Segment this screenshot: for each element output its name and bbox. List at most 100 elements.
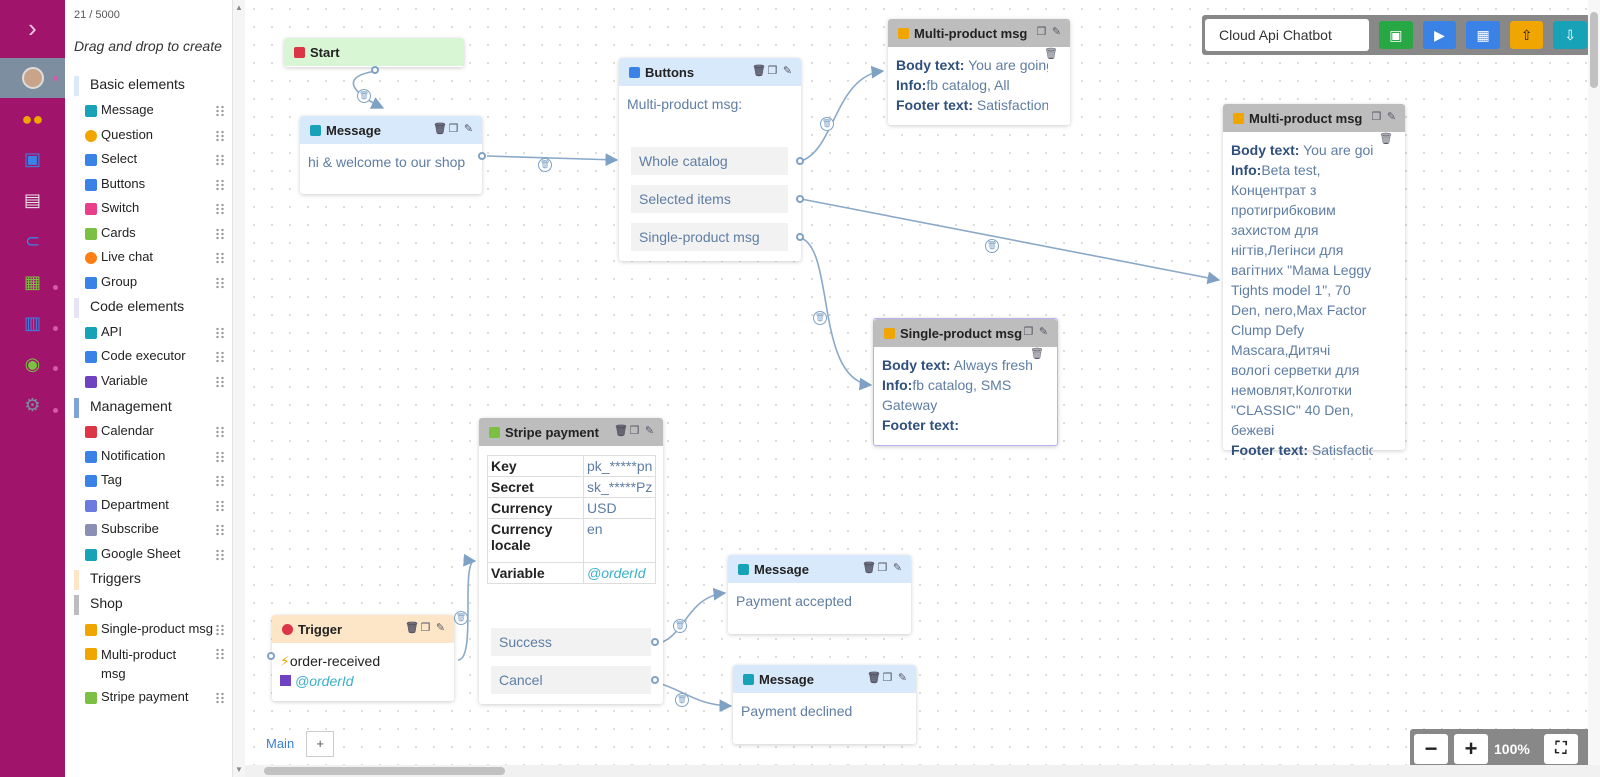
copy-icon[interactable]: ❐ <box>1036 26 1047 38</box>
edit-icon[interactable]: ✎ <box>1038 326 1049 338</box>
node-message-welcome[interactable]: Message 🗑❐✎ hi & welcome to our shop <box>300 116 486 194</box>
edit-icon[interactable]: ✎ <box>644 425 655 437</box>
delete-edge-icon[interactable]: 🗑 <box>673 619 687 633</box>
output-port[interactable] <box>651 676 659 684</box>
palette-item-stripe-payment[interactable]: Stripe payment <box>85 689 225 709</box>
agent-icon[interactable]: ◉ <box>24 353 41 374</box>
users-icon[interactable]: ●● <box>21 108 44 129</box>
edit-icon[interactable]: ✎ <box>463 123 474 135</box>
delete-icon[interactable]: 🗑 <box>752 65 766 77</box>
output-port[interactable] <box>267 652 275 660</box>
drag-handle-icon[interactable] <box>215 252 225 264</box>
palette-item-code-executor[interactable]: Code executor <box>85 348 225 368</box>
drag-handle-icon[interactable] <box>215 549 225 561</box>
payment-option[interactable]: Success <box>491 628 651 656</box>
download-icon[interactable]: ⇩ <box>1553 21 1587 49</box>
edit-icon[interactable]: ✎ <box>782 65 793 77</box>
drag-handle-icon[interactable] <box>215 203 225 215</box>
palette-item-group[interactable]: Group <box>85 274 225 294</box>
palette-item-message[interactable]: Message <box>85 102 225 122</box>
node-multi-product-all[interactable]: Multi-product msg ❐✎ 🗑 Body text: You ar… <box>888 19 1070 125</box>
zoom-out-button[interactable]: − <box>1414 734 1448 764</box>
upload-icon[interactable]: ⇧ <box>1509 21 1544 49</box>
drag-handle-icon[interactable] <box>215 154 225 166</box>
group-shop[interactable]: Shop <box>74 595 123 615</box>
scroll-down-icon[interactable]: ▼ <box>235 765 243 774</box>
delete-icon[interactable]: 🗑 <box>867 672 881 684</box>
broadcast-icon[interactable]: ▣ <box>23 148 41 169</box>
node-buttons[interactable]: Buttons 🗑❐✎ Multi-product msg: Whole cat… <box>619 58 804 261</box>
group-code-elements[interactable]: Code elements <box>74 298 184 318</box>
drag-handle-icon[interactable] <box>215 130 225 142</box>
table-icon[interactable]: ▦ <box>1466 21 1500 49</box>
drag-handle-icon[interactable] <box>215 228 225 240</box>
delete-edge-icon[interactable]: 🗑 <box>538 158 552 172</box>
delete-icon[interactable]: 🗑 <box>862 562 876 574</box>
edit-icon[interactable]: ✎ <box>897 672 908 684</box>
delete-edge-icon[interactable]: 🗑 <box>985 239 999 253</box>
palette-item-subscribe[interactable]: Subscribe <box>85 521 225 541</box>
drag-handle-icon[interactable] <box>215 105 225 117</box>
scroll-thumb[interactable] <box>1590 12 1598 88</box>
palette-item-google-sheet[interactable]: Google Sheet <box>85 546 225 566</box>
output-port[interactable] <box>796 233 804 241</box>
palette-item-multi-product[interactable]: Multi-product msg <box>85 645 225 685</box>
copy-icon[interactable]: ❐ <box>1371 111 1382 123</box>
calendar-icon[interactable]: ▤ <box>23 189 41 210</box>
output-port[interactable] <box>371 66 379 74</box>
copy-icon[interactable]: ❐ <box>420 622 431 634</box>
add-tab-button[interactable]: + <box>306 731 335 757</box>
drag-handle-icon[interactable] <box>215 624 225 636</box>
group-basic-elements[interactable]: Basic elements <box>74 76 185 96</box>
delete-icon[interactable]: 🗑 <box>614 425 628 437</box>
drag-handle-icon[interactable] <box>215 451 225 463</box>
delete-icon[interactable]: 🗑 <box>1030 348 1044 360</box>
drag-handle-icon[interactable] <box>215 692 225 704</box>
tab-main[interactable]: Main <box>266 736 295 751</box>
delete-edge-icon[interactable]: 🗑 <box>357 89 371 103</box>
canvas-horizontal-scrollbar[interactable] <box>245 765 1600 777</box>
delete-icon[interactable]: 🗑 <box>405 622 419 634</box>
drag-handle-icon[interactable] <box>215 179 225 191</box>
drag-handle-icon[interactable] <box>215 426 225 438</box>
group-management[interactable]: Management <box>74 398 172 418</box>
output-port[interactable] <box>478 152 486 160</box>
settings-icon[interactable]: ⚙ <box>24 394 41 415</box>
button-option[interactable]: Whole catalog <box>631 147 788 175</box>
palette-item-switch[interactable]: Switch <box>85 200 225 220</box>
store-icon[interactable]: ▥ <box>23 312 41 333</box>
copy-icon[interactable]: ❐ <box>877 562 888 574</box>
payment-option[interactable]: Cancel <box>491 666 651 694</box>
palette-item-buttons[interactable]: Buttons <box>85 176 225 196</box>
delete-edge-icon[interactable]: 🗑 <box>813 311 827 325</box>
scroll-up-icon[interactable]: ▲ <box>235 3 243 12</box>
expand-sidebar-icon[interactable]: › <box>28 12 37 43</box>
play-icon[interactable]: ▶ <box>1422 21 1457 49</box>
delete-icon[interactable]: 🗑 <box>1044 48 1058 60</box>
node-multi-product-selected[interactable]: Multi-product msg ❐✎ 🗑 Body text: You ar… <box>1223 104 1405 458</box>
node-single-product[interactable]: Single-product msg ❐✎ 🗑 Body text: Alway… <box>873 318 1058 446</box>
delete-icon[interactable]: 🗑 <box>1379 133 1393 145</box>
button-option[interactable]: Single-product msg <box>631 223 788 251</box>
node-start[interactable]: Start <box>284 38 464 74</box>
bot-name-input[interactable]: Cloud Api Chatbot <box>1205 19 1370 51</box>
node-message-declined[interactable]: Message 🗑❐✎ Payment declined <box>733 665 916 744</box>
copy-icon[interactable]: ❐ <box>882 672 893 684</box>
palette-item-cards[interactable]: Cards <box>85 225 225 245</box>
copy-icon[interactable]: ❐ <box>448 123 459 135</box>
drag-handle-icon[interactable] <box>215 327 225 339</box>
palette-item-single-product[interactable]: Single-product msg <box>85 621 225 641</box>
drag-handle-icon[interactable] <box>215 648 225 660</box>
node-trigger[interactable]: Trigger 🗑❐✎ ⚡order-received @orderId <box>267 615 454 701</box>
drag-handle-icon[interactable] <box>215 277 225 289</box>
delete-icon[interactable]: 🗑 <box>433 123 447 135</box>
scroll-thumb[interactable] <box>264 767 505 775</box>
drag-handle-icon[interactable] <box>215 475 225 487</box>
palette-item-select[interactable]: Select <box>85 151 225 171</box>
delete-edge-icon[interactable]: 🗑 <box>675 693 689 707</box>
palette-item-department[interactable]: Department <box>85 497 225 517</box>
fullscreen-icon[interactable]: ⛶ <box>1544 734 1578 764</box>
palette-item-api[interactable]: API <box>85 324 225 344</box>
shop-icon[interactable]: ▦ <box>23 271 41 292</box>
